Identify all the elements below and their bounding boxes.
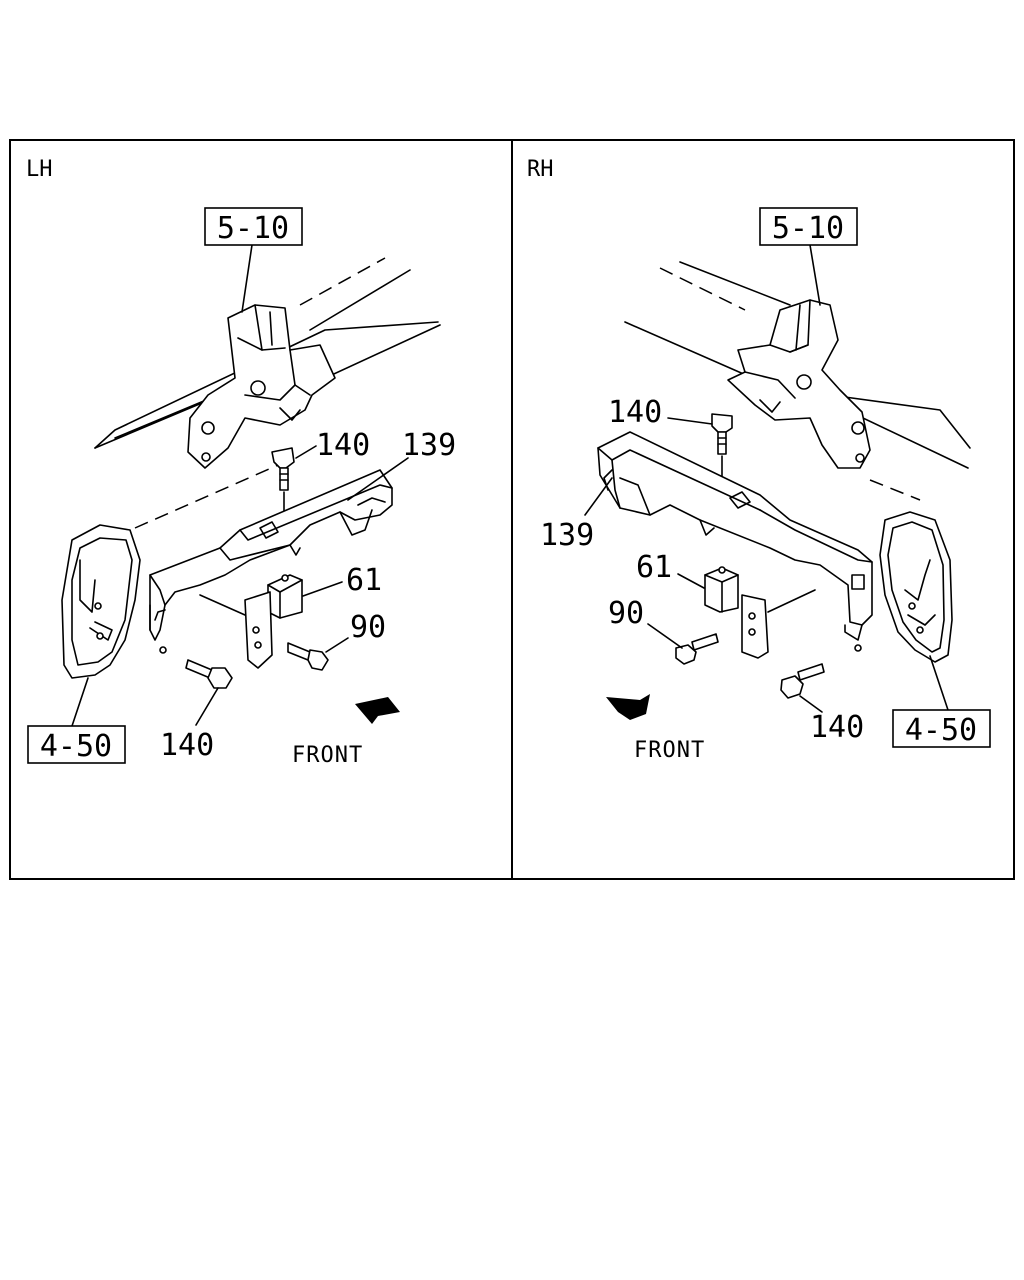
rh-ref-frame: 5-10 [759, 207, 858, 246]
lh-cover [149, 469, 393, 654]
lh-bracket-plate [244, 591, 273, 669]
left-panel: LH 5-10 [26, 157, 456, 768]
rh-leader-frame [809, 244, 821, 306]
rh-leader-bolt-top [667, 417, 713, 425]
lh-leader-cover [347, 457, 409, 501]
lh-ref-lamp-text: 4-50 [40, 729, 112, 764]
lh-label-cover: 139 [402, 428, 456, 463]
rh-front-label: FRONT [634, 738, 705, 763]
lh-leader-insulator [302, 581, 343, 597]
lh-screw [287, 642, 329, 671]
rh-align-line [767, 589, 816, 613]
lh-label-screw: 90 [350, 610, 386, 645]
lh-leader-bolt-top [295, 445, 317, 459]
lh-leader-lamp [71, 677, 89, 727]
rh-ref-lamp: 4-50 [892, 709, 991, 748]
lh-leader-screw [325, 637, 349, 653]
lh-insulator [267, 574, 303, 619]
lh-leader-bolt-bottom [195, 687, 219, 726]
lh-centerline [134, 461, 286, 529]
lh-bolt-top [271, 447, 295, 521]
lh-align-line [199, 594, 246, 616]
rh-ref-lamp-text: 4-50 [905, 713, 977, 748]
lh-front-arrow-icon [355, 697, 400, 724]
rh-label: RH [527, 157, 554, 182]
lh-label-insulator: 61 [346, 563, 382, 598]
rh-label-insulator: 61 [636, 550, 672, 585]
rh-leader-bolt-bottom [799, 695, 823, 713]
lh-ref-frame: 5-10 [204, 207, 303, 246]
rh-label-bolt-bottom: 140 [810, 710, 864, 745]
lh-ref-lamp: 4-50 [27, 725, 126, 764]
rh-leader-insulator [677, 573, 705, 589]
rh-ref-frame-text: 5-10 [772, 211, 844, 246]
rh-screw [675, 633, 719, 665]
lh-lamp [61, 524, 141, 679]
lh-front-label: FRONT [292, 743, 363, 768]
lh-ref-frame-text: 5-10 [217, 211, 289, 246]
rh-label-bolt-top: 140 [608, 395, 662, 430]
rh-label-screw: 90 [608, 596, 644, 631]
rh-frame-bracket [727, 299, 871, 469]
rh-bolt-top [711, 413, 733, 491]
rh-leader-screw [647, 623, 683, 649]
rh-leader-cover [584, 477, 613, 516]
lh-leader-frame [241, 244, 253, 313]
right-panel: RH 5-10 [527, 157, 991, 763]
lh-label-bolt-top: 140 [316, 428, 370, 463]
rh-insulator [704, 566, 739, 613]
rh-front-arrow-icon [606, 694, 650, 720]
rh-label-cover: 139 [540, 518, 594, 553]
rh-bracket-plate [741, 594, 769, 659]
lh-bolt-bottom [185, 659, 233, 689]
lh-label: LH [26, 157, 53, 182]
lh-label-bolt-bottom: 140 [160, 728, 214, 763]
rh-lamp [879, 511, 953, 663]
rh-bolt-bottom [780, 663, 825, 699]
lh-frame-bracket [187, 304, 336, 469]
rh-leader-lamp [929, 655, 949, 711]
